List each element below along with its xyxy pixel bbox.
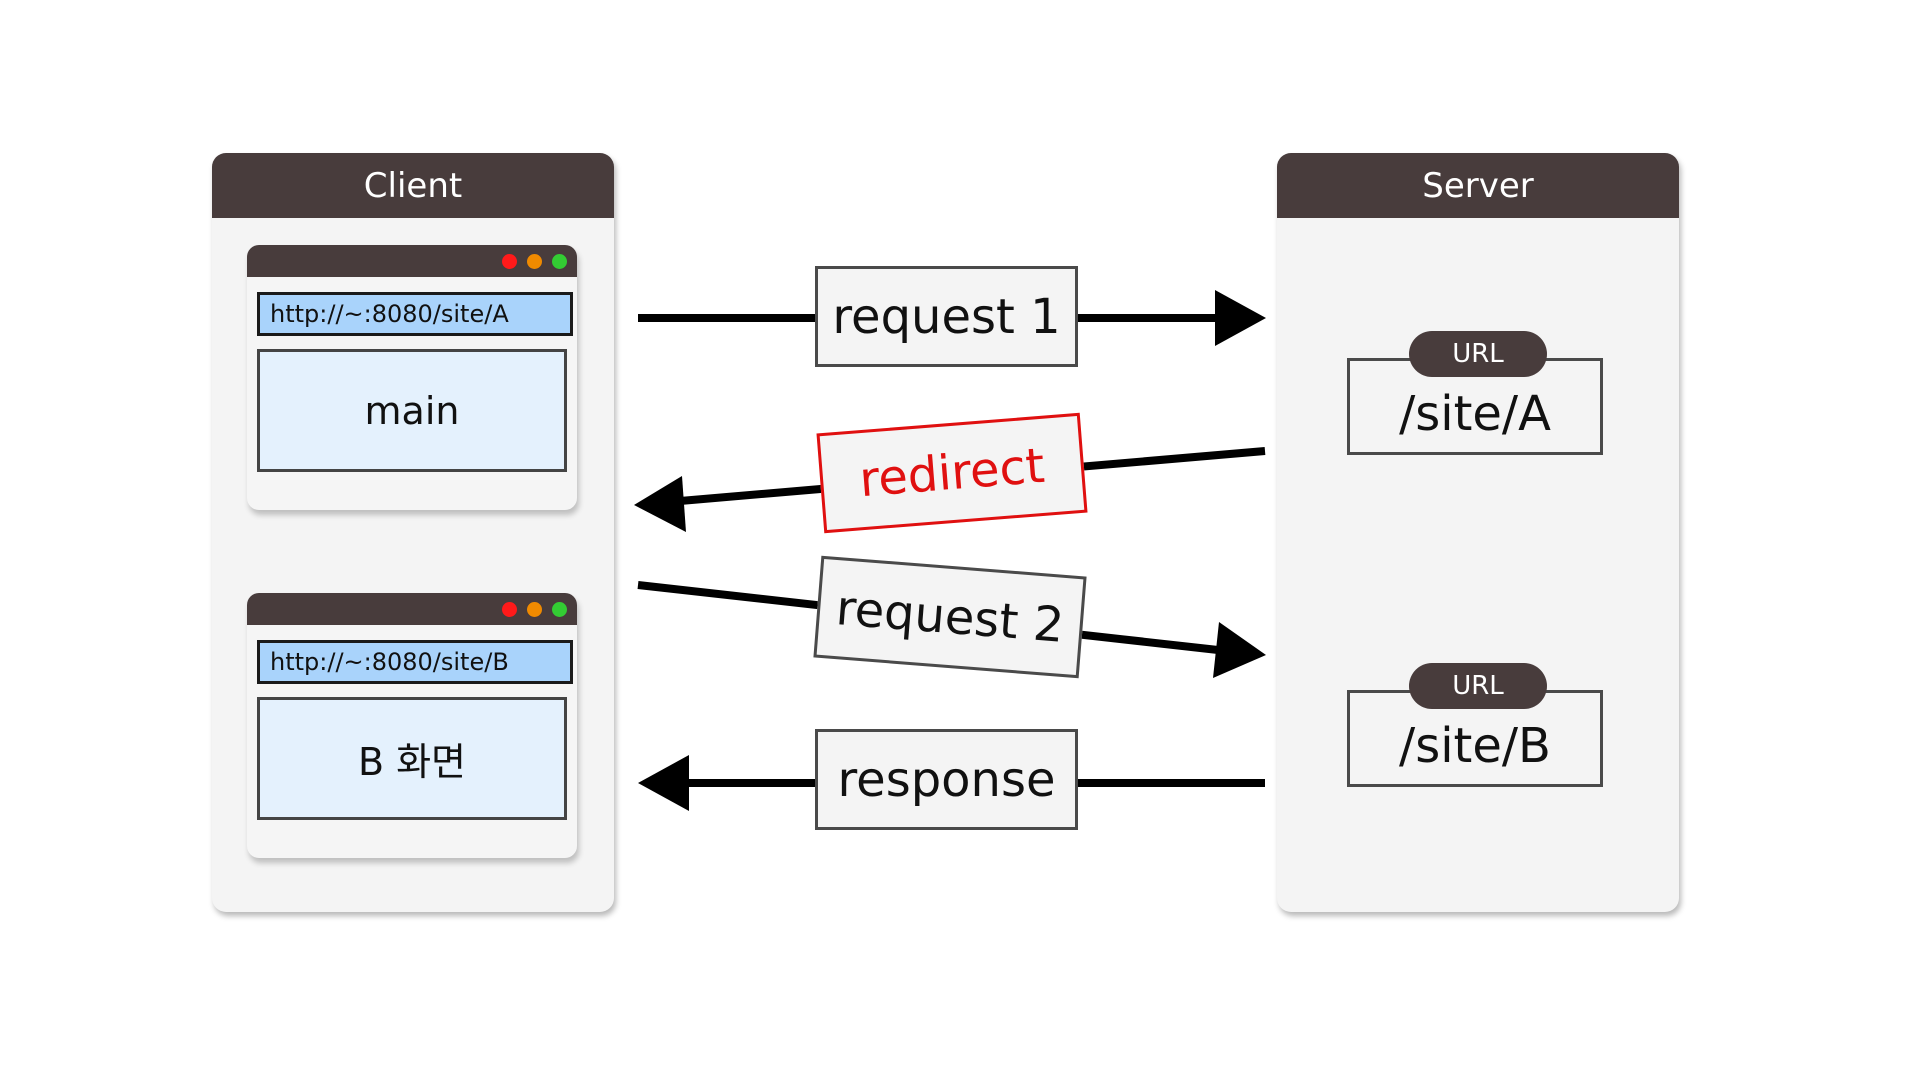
browser-window-b: http://~:8080/site/B B 화면 <box>247 593 577 858</box>
address-bar: http://~:8080/site/B <box>257 640 573 684</box>
server-panel: Server /site/A URL /site/B URL <box>1277 153 1679 912</box>
window-title-bar <box>247 245 577 277</box>
page-content: main <box>257 349 567 472</box>
page-content: B 화면 <box>257 697 567 820</box>
client-panel: Client http://~:8080/site/A main http://… <box>212 153 614 912</box>
maximize-dot-icon <box>552 254 567 269</box>
url-route-a: /site/A URL <box>1347 331 1609 455</box>
url-route-b: /site/B URL <box>1347 663 1609 787</box>
response-label: response <box>815 729 1078 830</box>
redirect-label: redirect <box>816 412 1088 534</box>
maximize-dot-icon <box>552 602 567 617</box>
request2-label: request 2 <box>813 555 1087 679</box>
minimize-dot-icon <box>527 254 542 269</box>
server-title: Server <box>1277 153 1679 218</box>
request1-label: request 1 <box>815 266 1078 367</box>
window-title-bar <box>247 593 577 625</box>
close-dot-icon <box>502 602 517 617</box>
client-title: Client <box>212 153 614 218</box>
browser-window-a: http://~:8080/site/A main <box>247 245 577 510</box>
address-bar: http://~:8080/site/A <box>257 292 573 336</box>
url-badge: URL <box>1409 663 1547 709</box>
url-badge: URL <box>1409 331 1547 377</box>
close-dot-icon <box>502 254 517 269</box>
minimize-dot-icon <box>527 602 542 617</box>
